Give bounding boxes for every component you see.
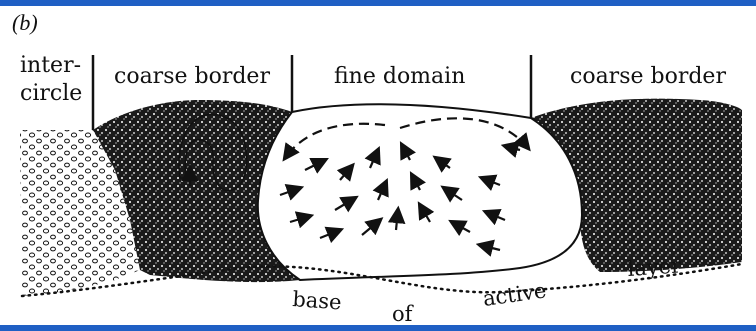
bottom-border-bar [0, 325, 756, 331]
fine-domain-region [258, 104, 582, 280]
intercircle-label-line2: circle [20, 81, 82, 106]
coarse-border-left-label: coarse border [114, 64, 270, 89]
base-label-word4: layer [627, 253, 683, 281]
intercircle-label-line1: inter- [20, 53, 81, 78]
base-label-word2: of [392, 302, 415, 326]
fine-domain-label: fine domain [334, 64, 465, 89]
panel-label: (b) [12, 10, 38, 35]
base-label-word3: active [481, 278, 547, 311]
coarse-border-right-label: coarse border [570, 64, 726, 89]
base-label-word1: base [292, 287, 343, 314]
